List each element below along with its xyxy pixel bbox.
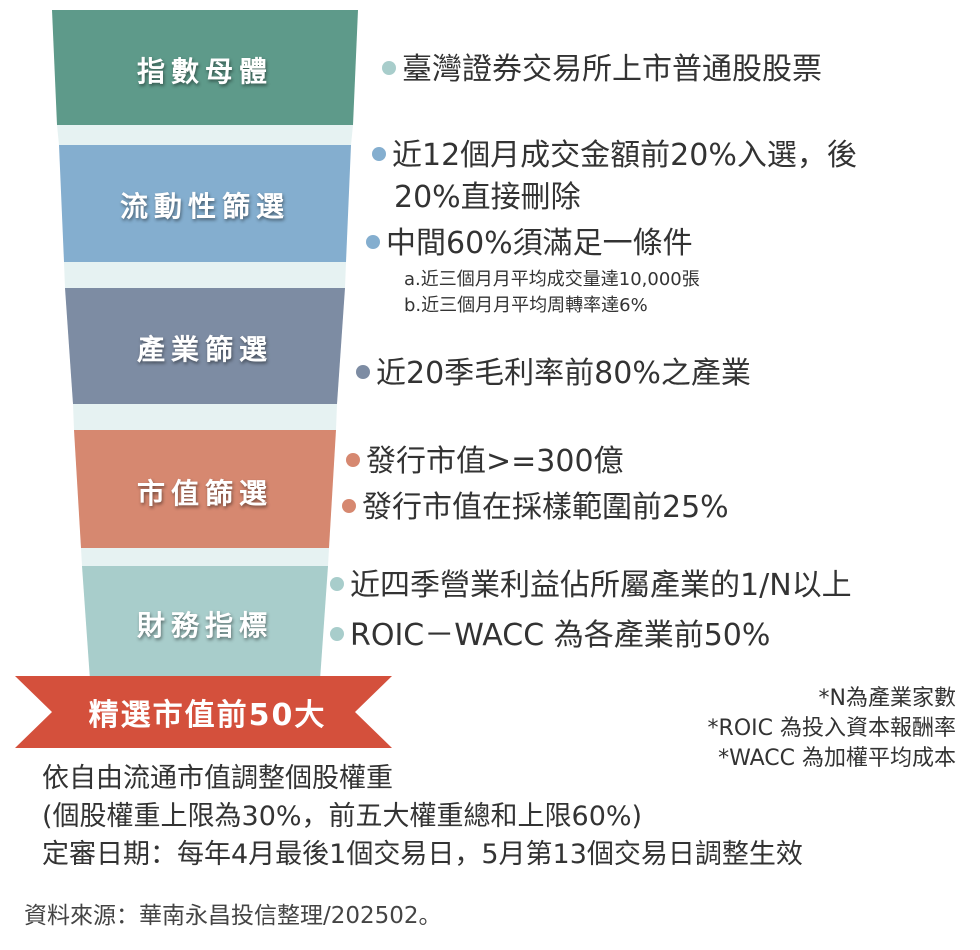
data-source: 資料來源：華南永昌投信整理/202502。	[24, 903, 442, 929]
criteria-item: 臺灣證券交易所上市普通股股票	[382, 52, 822, 88]
criteria-item: 發行市值在採樣範圍前25%	[342, 490, 729, 526]
criteria-item: 中間60%須滿足一條件	[366, 226, 693, 262]
weighting-rule: 依自由流通市值調整個股權重	[42, 763, 393, 794]
criteria-item: 發行市值>=300億	[346, 444, 624, 480]
funnel-stage-3	[65, 288, 345, 404]
review-date-rule: 定審日期：每年4月最後1個交易日，5月第13個交易日調整生效	[42, 839, 803, 870]
funnel-stage-5	[82, 566, 328, 680]
footnote: *ROIC 為投入資本報酬率	[707, 716, 956, 741]
bullet-dot-icon	[372, 146, 386, 161]
bullet-dot-icon	[346, 452, 360, 467]
funnel-gap-4	[81, 548, 329, 566]
funnel-stage-2	[59, 145, 351, 262]
criteria-sub-item: b.近三個月月平均周轉率達6%	[404, 295, 648, 316]
stage-label-1: 指數母體	[136, 55, 273, 88]
bullet-dot-icon	[382, 60, 396, 75]
stage-label-3: 產業篩選	[136, 333, 273, 366]
bullet-dot-icon	[356, 364, 370, 379]
funnel-gap-3	[73, 404, 337, 430]
weight-cap-rule: (個股權重上限為30%，前五大權重總和上限60%)	[42, 801, 643, 832]
footnote: *WACC 為加權平均成本	[718, 746, 956, 771]
result-banner-text: 精選市值前50大	[88, 698, 327, 733]
result-banner-shape	[15, 676, 392, 748]
bullet-dot-icon	[330, 626, 344, 641]
bullet-dot-icon	[342, 498, 356, 513]
criteria-item: ROIC－WACC 為各產業前50%	[330, 618, 770, 654]
criteria-sub-item: a.近三個月月平均成交量達10,000張	[404, 269, 700, 290]
bullet-dot-icon	[366, 234, 380, 249]
stage-label-5: 財務指標	[136, 609, 273, 642]
criteria-item: 近12個月成交金額前20%入選，後	[372, 138, 857, 174]
funnel-gap-1	[57, 125, 353, 145]
criteria-item: 近20季毛利率前80%之產業	[356, 356, 751, 392]
funnel-stage-4	[74, 430, 336, 548]
funnel-stage-1	[52, 10, 358, 125]
criteria-item: 近四季營業利益佔所屬產業的1/N以上	[330, 568, 852, 604]
bullet-dot-icon	[330, 576, 344, 591]
stage-label-2: 流動性篩選	[119, 190, 290, 223]
footnote: *N為產業家數	[818, 686, 956, 711]
funnel-gap-2	[64, 262, 346, 288]
criteria-item-continuation: 20%直接刪除	[394, 180, 581, 215]
stage-label-4: 市值篩選	[136, 477, 273, 510]
